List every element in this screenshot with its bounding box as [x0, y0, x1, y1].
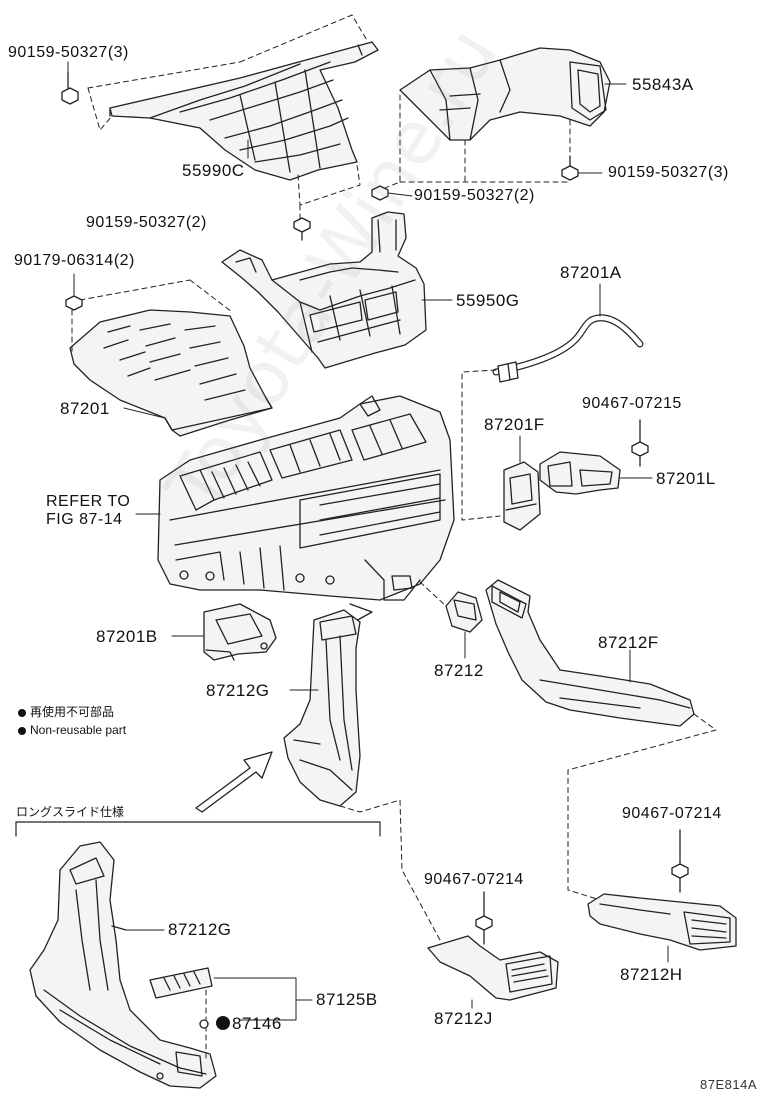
bolt-icon	[293, 217, 311, 241]
fastener-label: 90159-50327(2)	[414, 187, 535, 204]
part-label-87212: 87212	[434, 661, 484, 680]
part-label-55843a: 55843A	[632, 75, 694, 94]
part-label-55990c: 55990C	[182, 161, 245, 180]
fastener-label: 90467-07215	[582, 395, 682, 412]
bolt-icon	[671, 829, 689, 893]
fastener-label: 90179-06314(2)	[14, 252, 135, 269]
bolt-icon	[561, 155, 579, 181]
bolt-icon	[61, 71, 79, 105]
part-label-87201b: 87201B	[96, 627, 158, 646]
part-87212g-long-drawing	[29, 841, 217, 1089]
part-87212g-drawing	[283, 609, 361, 807]
non-reusable-dot-icon	[18, 708, 26, 717]
part-label-87212f: 87212F	[598, 633, 659, 652]
refer-line-2: FIG 87-14	[46, 511, 123, 528]
part-label-87212j: 87212J	[434, 1009, 493, 1028]
fastener-label: 90159-50327(3)	[8, 44, 129, 61]
non-reusable-dot-icon	[216, 1015, 230, 1030]
arrow-icon	[195, 751, 273, 813]
bolt-icon	[475, 891, 493, 945]
part-87201-drawing	[69, 309, 273, 437]
part-label-87201: 87201	[60, 399, 110, 418]
non-reusable-dot-icon	[18, 726, 26, 735]
legend-en-text: Non-reusable part	[30, 723, 127, 737]
part-label-87212g: 87212G	[206, 681, 270, 700]
part-87125b-drawing	[149, 967, 213, 999]
part-label-87212h: 87212H	[620, 965, 683, 984]
fastener-label: 90467-07214	[622, 805, 722, 822]
part-87201f-drawing	[503, 461, 541, 531]
part-label-87201a: 87201A	[560, 263, 622, 282]
legend-jp: 再使用不可部品	[18, 706, 114, 718]
part-87201l-drawing	[539, 451, 621, 495]
part-87201a-drawing	[492, 314, 644, 383]
part-55950g-drawing	[221, 211, 427, 369]
fastener-label: 90159-50327(2)	[86, 214, 207, 231]
diagram-code: 87E814A	[700, 1077, 757, 1092]
section-title: ロングスライド仕様	[16, 805, 125, 819]
heater-unit-drawing	[157, 395, 455, 623]
part-87212j-drawing	[427, 935, 559, 1001]
bolt-icon	[631, 419, 649, 467]
nut-icon	[65, 295, 83, 311]
part-label-87201f: 87201F	[484, 415, 545, 434]
refer-line-1: REFER TO	[46, 493, 131, 510]
part-label-87125b: 87125B	[316, 990, 378, 1009]
part-87212f-drawing	[485, 579, 695, 727]
part-87212-drawing	[445, 591, 483, 633]
fastener-label: 90159-50327(3)	[608, 164, 729, 181]
legend-en: Non-reusable part	[18, 724, 126, 736]
part-label-87212g-long: 87212G	[168, 920, 232, 939]
fastener-label: 90467-07214	[424, 871, 524, 888]
part-87212h-drawing	[587, 893, 737, 951]
legend-jp-text: 再使用不可部品	[30, 705, 115, 719]
bolt-icon	[371, 185, 389, 201]
part-55990c-drawing	[109, 41, 379, 181]
part-label-87201l: 87201L	[656, 469, 716, 488]
part-label-87146-text: 87146	[232, 1014, 282, 1033]
part-55843a-drawing	[399, 47, 611, 141]
part-87201b-drawing	[203, 603, 277, 661]
part-label-55950g: 55950G	[456, 291, 520, 310]
part-label-87146: 87146	[216, 1015, 282, 1032]
